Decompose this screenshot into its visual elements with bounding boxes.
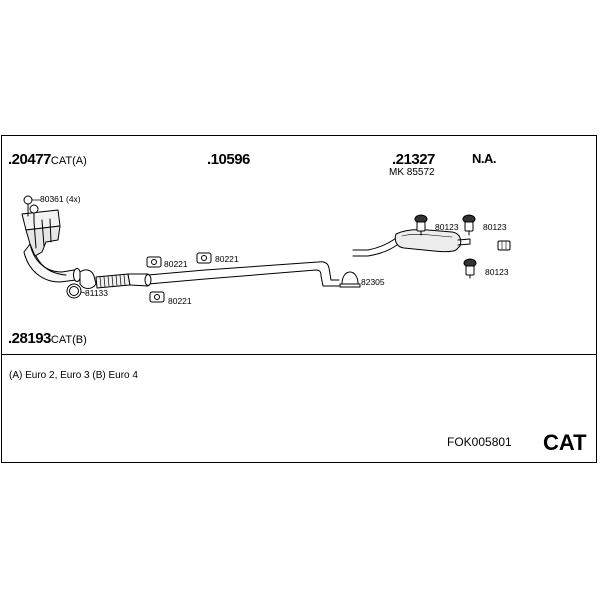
clamp-lower-icon <box>149 291 165 303</box>
ring-callout: 81133 <box>85 288 109 298</box>
lower-part-number: .28193CAT(B) <box>8 331 87 346</box>
na-label: N.A. <box>472 151 497 166</box>
pipe-part-number: .10596 <box>207 151 250 168</box>
middle-pipe-icon <box>144 261 340 287</box>
lower-part-suffix: CAT(B) <box>50 334 87 346</box>
clamp-lower-callout: 80221 <box>168 296 192 306</box>
manifold-part-suffix: CAT(A) <box>50 155 87 167</box>
lower-part-code: .28193 <box>8 330 51 347</box>
hanger-2-icon <box>462 214 476 236</box>
exhaust-manifold-icon <box>21 209 81 283</box>
diagram-frame <box>1 135 597 463</box>
front-pipe-icon <box>79 269 149 289</box>
hanger-1-callout: 80123 <box>435 222 459 232</box>
diagram-code: FOK005801 <box>447 435 512 449</box>
rubber-mount-icon <box>497 240 511 251</box>
hanger-2-callout: 80123 <box>483 222 507 232</box>
clamp-upper-callout: 80221 <box>164 259 188 269</box>
bolts-callout: 80361 (4x) <box>40 194 81 204</box>
clamp-middle-icon <box>196 252 212 264</box>
clamp-upper-icon <box>146 256 162 268</box>
hanger-3-callout: 80123 <box>485 267 509 277</box>
emission-note: (A) Euro 2, Euro 3 (B) Euro 4 <box>9 370 138 381</box>
sealing-ring-icon <box>66 283 86 299</box>
clamp-muffler-callout: 82305 <box>361 277 385 287</box>
muffler-part-number: .21327 <box>392 151 435 168</box>
hanger-3-icon <box>463 258 477 279</box>
hanger-1-icon <box>414 214 428 236</box>
cat-label: CAT <box>543 430 587 455</box>
rear-muffler-icon <box>352 229 471 257</box>
manifold-part-code: .20477 <box>8 151 51 168</box>
clamp-muffler-icon <box>339 271 361 288</box>
muffler-mk-number: MK 85572 <box>389 167 435 178</box>
manifold-part-number: .20477CAT(A) <box>8 152 87 167</box>
bolt-icon <box>23 195 33 217</box>
bolt-icon <box>29 204 39 223</box>
footer-divider <box>1 354 597 355</box>
clamp-middle-callout: 80221 <box>215 254 239 264</box>
